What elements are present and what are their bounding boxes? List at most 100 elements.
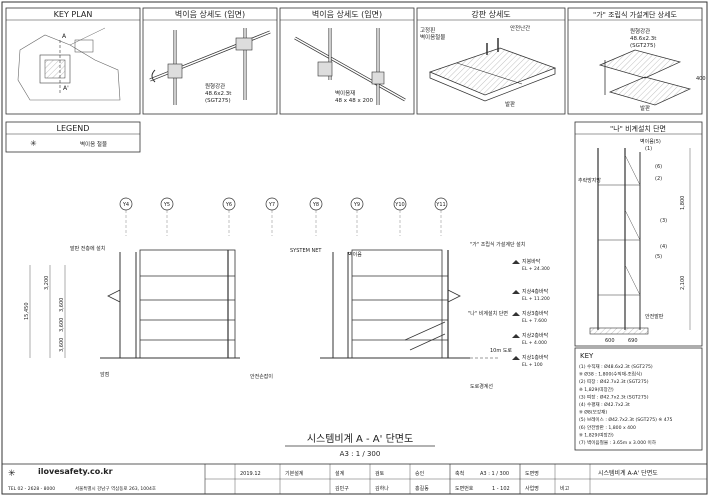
plank-note-d: 발판	[505, 100, 515, 108]
tb-drawing-no-label: 도면번호	[455, 485, 474, 492]
wall-tie-note-2: 48.6x2.3t	[205, 91, 232, 97]
legend-panel: LEGEND ✳ 벽이음 철물	[5, 121, 141, 153]
key-title: KEY	[580, 352, 594, 360]
grid-label: Y10	[394, 202, 404, 208]
note-road: 도로경계선	[470, 383, 493, 390]
tb-date: 2019.12	[240, 471, 261, 477]
stair-detail-panel: "가" 조립식 가설계단 상세도 원형강관 48.6x2.3t (SGT275)…	[567, 7, 706, 115]
key-item: (5) 브레이스 : Ø42.7x2.3t (SGT275) ※ 475	[579, 416, 673, 423]
key-item: (6) 안전발판 : 1,800 x 400	[579, 424, 636, 431]
level-name: 지상2층바닥	[522, 332, 549, 339]
level-elevation: EL + 4.000	[522, 340, 547, 346]
plank-note-b: 벽이음철물	[420, 33, 445, 41]
main-scale: A3 : 1 / 300	[340, 450, 381, 458]
tb-design-label: 설계	[335, 470, 345, 477]
dim-h2: 3,600	[59, 298, 65, 312]
level-name: 지상4층바닥	[522, 288, 549, 295]
wall-tie-note-3: (SGT275)	[205, 98, 231, 104]
stair-note-a: 원형강관	[630, 27, 650, 35]
section-dim-base-a: 600	[605, 338, 615, 344]
section-label-5: (5)	[655, 254, 662, 260]
tb-approve-label: 승인	[415, 470, 425, 477]
key-item: ※ 1,829(띠장간)	[579, 431, 614, 438]
key-item: ※ Ø38 : 1,800(수직재-조립식)	[579, 371, 642, 378]
tb-drawing-no: 1 - 102	[492, 486, 510, 492]
section-note-b: 추락방지망	[578, 177, 601, 184]
level-triangle-icon	[512, 312, 520, 316]
dim-total: 15,450	[24, 303, 30, 321]
dim-h3: 3,600	[59, 318, 65, 332]
grid-label: Y5	[163, 202, 170, 208]
main-title: 시스템비계 A - A' 단면도	[307, 433, 413, 445]
level-name: 지상3층바닥	[522, 310, 549, 317]
grid-label: Y6	[225, 202, 232, 208]
note-section-ref: "나" 비계설치 단면	[468, 310, 508, 317]
key-plan-marker-top: A	[62, 33, 67, 40]
company-contact: TEL 02 - 2628 - 8000	[7, 486, 55, 492]
section-dim-mid: 2,100	[680, 276, 686, 290]
level-triangle-icon	[512, 290, 520, 294]
tb-designer: 김민구	[335, 485, 349, 492]
key-plan-panel: KEY PLAN A' A	[5, 7, 141, 115]
grid-label: Y4	[122, 202, 129, 208]
wall-tie-side-title: 벽이음 상세도 (입면)	[312, 9, 382, 19]
section-dim-top: 1,800	[680, 196, 686, 210]
tb-stage: 기본설계	[285, 470, 304, 477]
level-elevation: EL + 11.200	[522, 296, 550, 302]
tb-checker: 김하나	[375, 485, 389, 492]
wall-tie-anchor-spec: 48 x 48 x 200	[335, 98, 373, 104]
key-item: (3) 띠장 : Ø42.7x2.3t (SGT275)	[579, 393, 649, 400]
level-elevation: EL + 100	[522, 362, 543, 368]
stair-note-b: 48.6x2.3t	[630, 36, 657, 42]
section-note-a: 벽이음(5)	[640, 138, 661, 145]
tb-project-label: 사업명	[525, 485, 539, 492]
note-handrail: 안전손잡이	[250, 373, 273, 380]
section-detail-panel: "나" 비계설치 단면 (1) (2) (3) (4) (5) (6) 벽이음(…	[574, 121, 703, 347]
legend-label: 벽이음 철물	[80, 140, 107, 148]
grid-label: Y9	[353, 202, 360, 208]
legend-title: LEGEND	[57, 124, 90, 133]
key-item: (4) 수평재 : Ø42.7x2.3t	[579, 401, 630, 408]
key-notes-panel: KEY (1) 수직재 : Ø48.6x2.3t (SGT275) ※ Ø38 …	[574, 347, 703, 451]
level-elevation: EL + 24.300	[522, 266, 550, 272]
note-road-width: 10m 도로	[490, 348, 512, 354]
legend-symbol: ✳	[30, 139, 37, 148]
plank-note-c: 안전난간	[510, 24, 530, 32]
tb-title-label: 도면명	[525, 470, 539, 477]
wall-tie-note-1: 원형강관	[205, 82, 225, 90]
key-item: (2) 띠장 : Ø42.7x2.3t (SGT275)	[579, 378, 649, 385]
key-item: ※ Ø8(보강재)	[579, 409, 607, 416]
note-brace: 암점	[100, 371, 109, 378]
tb-note-label: 비고	[560, 485, 570, 492]
dim-h1: 3,200	[44, 276, 50, 290]
stair-note-d: 발판	[640, 104, 650, 112]
grid-label: Y11	[435, 202, 445, 208]
grid-label: Y8	[312, 202, 319, 208]
tb-scale-label: 축척	[455, 470, 464, 477]
wall-tie-front-panel: 벽이음 상세도 (입면) 원형강관 48.6x2.3t (SGT275)	[142, 7, 278, 115]
level-triangle-icon	[512, 334, 520, 338]
company-name: ilovesafety.co.kr	[38, 467, 113, 476]
level-name: 지붕바닥	[522, 258, 541, 265]
logo-star: ✳	[8, 469, 16, 479]
section-label-4: (4)	[660, 244, 667, 250]
section-label-2: (2)	[655, 176, 662, 182]
key-plan-title: KEY PLAN	[54, 10, 93, 19]
section-detail-title: "나" 비계설치 단면	[610, 124, 666, 133]
note-system-net: SYSTEM NET	[290, 248, 322, 254]
section-label-1: (1)	[645, 146, 652, 152]
key-item: ※ 1,829(띠장간)	[579, 386, 614, 393]
tb-approver: 홍길동	[415, 485, 429, 492]
stair-dim: 400	[696, 76, 706, 82]
note-stair-ref: "가" 조립식 가설계단 설치	[470, 241, 525, 248]
wall-tie-side-panel: 벽이음 상세도 (입면) 벽이음재 48 x 48 x 200	[279, 7, 415, 115]
note-wall-tie: 벽이음	[348, 251, 362, 258]
dim-h4: 3,600	[59, 338, 65, 352]
wall-tie-front-title: 벽이음 상세도 (입면)	[175, 9, 245, 19]
company-address: 서울특별시 강남구 역삼동로 263, 1004호	[75, 485, 156, 492]
note-left-top: 발판 전층에 설치	[70, 245, 105, 252]
wall-tie-anchor-note: 벽이음재	[335, 89, 355, 97]
